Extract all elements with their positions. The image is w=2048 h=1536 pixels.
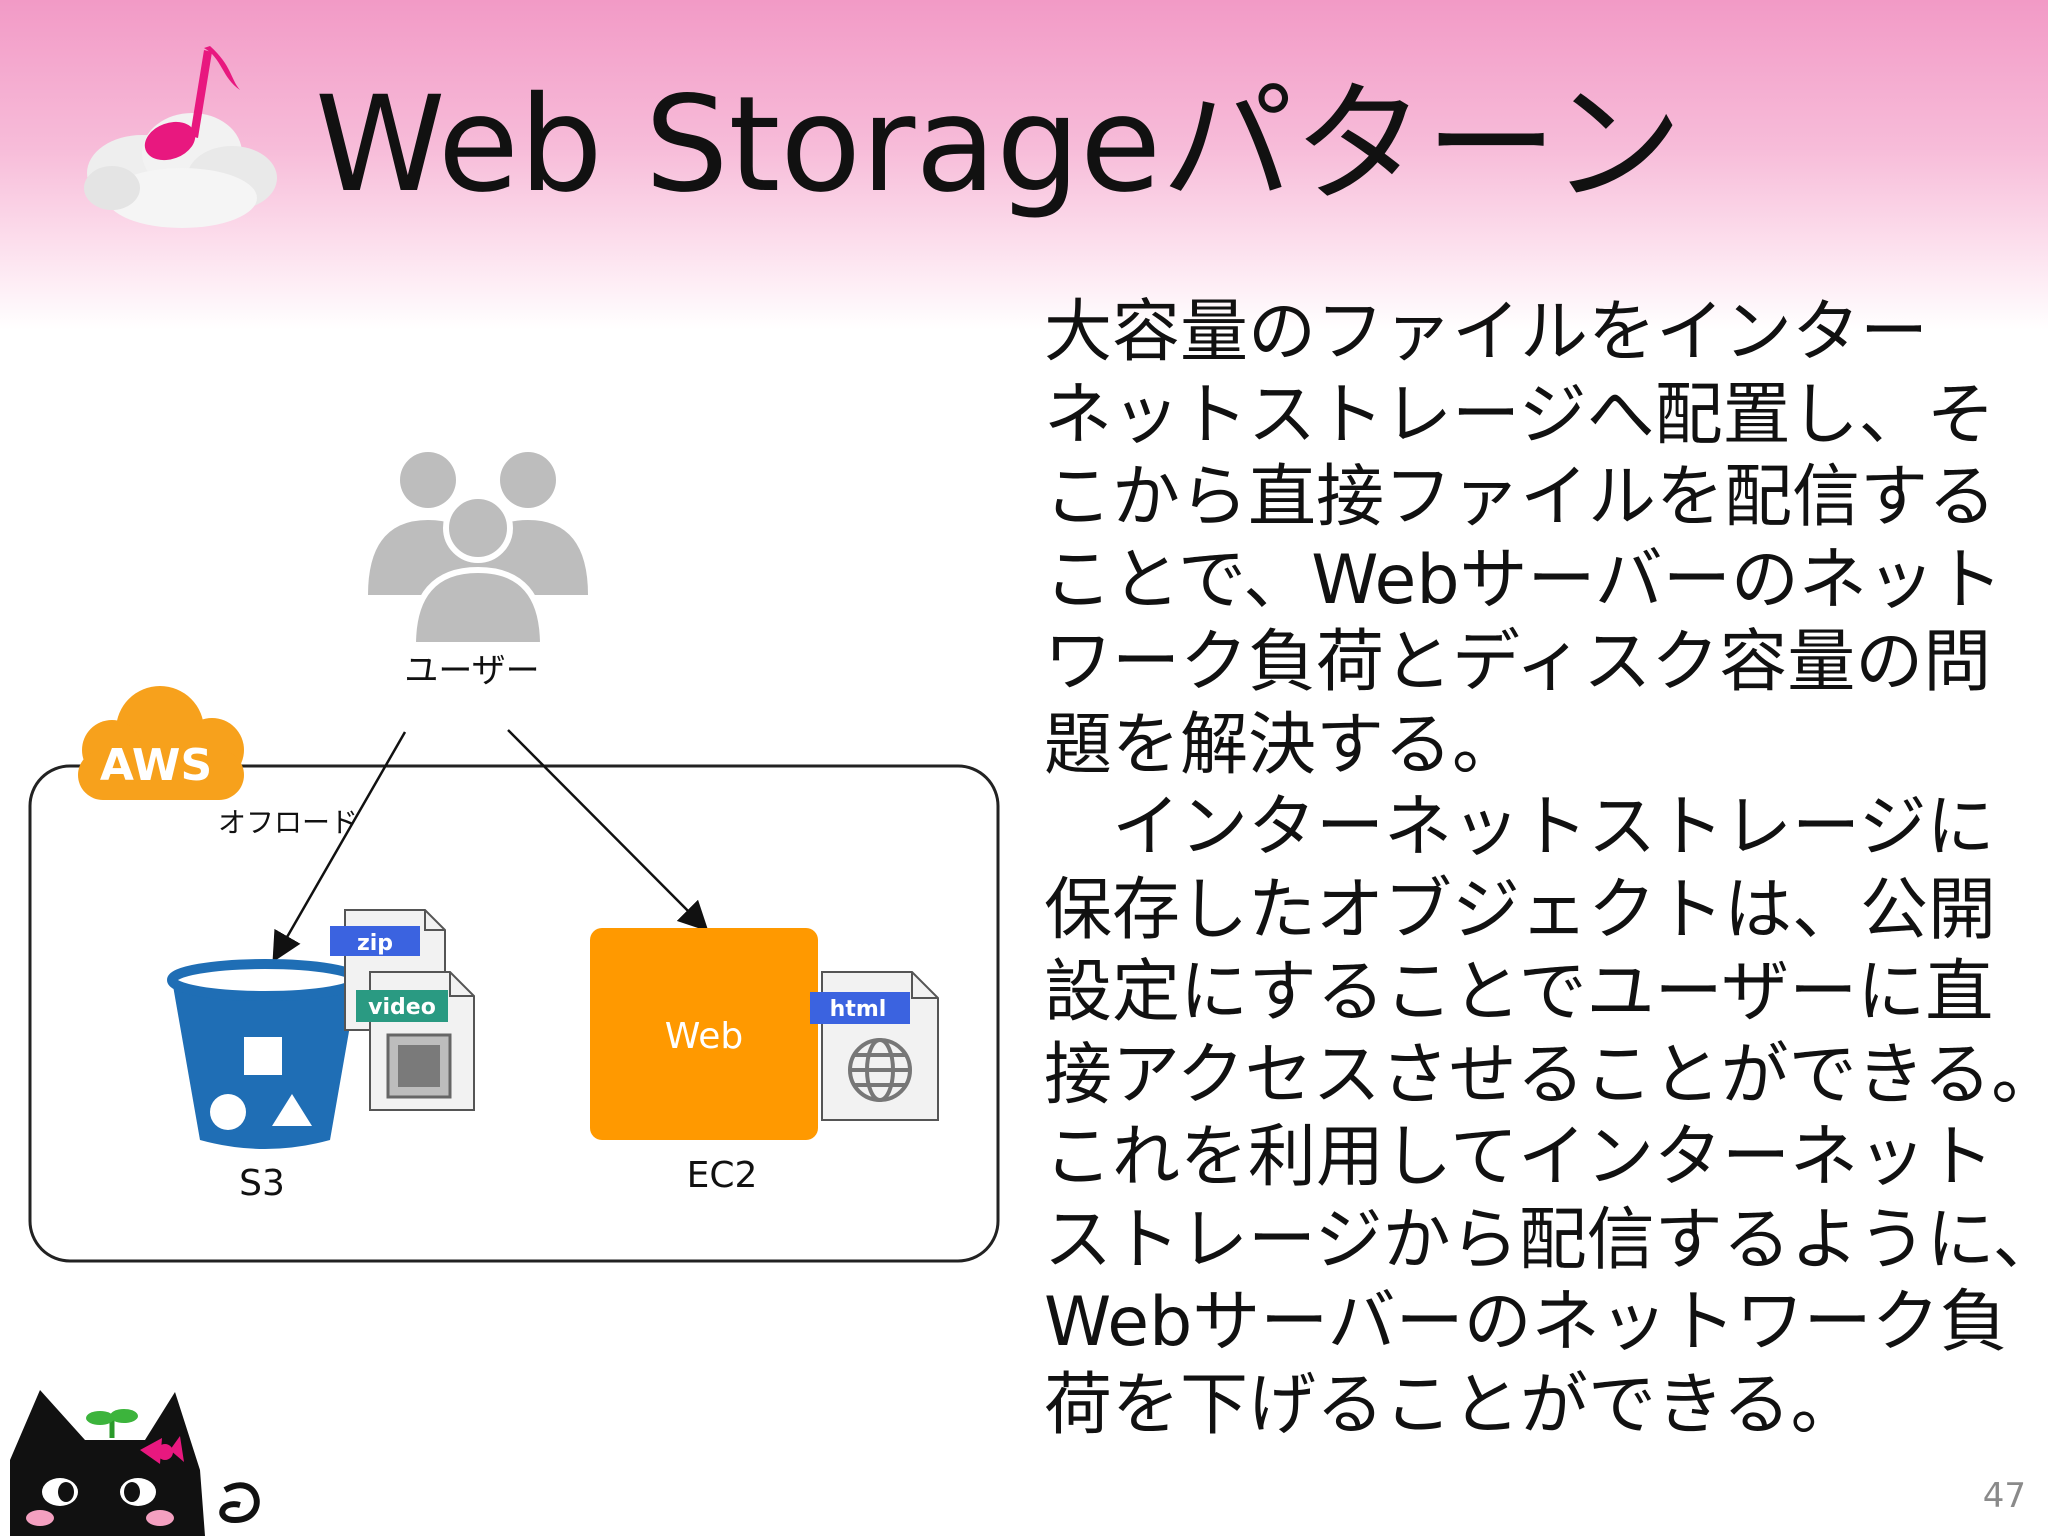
body-line: 設定にすることでユーザーに直 — [1044, 953, 1994, 1032]
body-line: 題を解決する。 — [1044, 705, 1521, 785]
aws-label: AWS — [100, 740, 212, 791]
body-line: 保存したオブジェクトは、公開 — [1044, 870, 1997, 950]
header-band — [0, 0, 2048, 330]
aws-cloud-container — [28, 764, 1000, 1263]
offload-label: オフロード — [218, 806, 358, 839]
video-file-icon — [356, 971, 475, 1111]
body-line: こから直接ファイルを配信する — [1044, 458, 1997, 537]
arrow-to-s3 — [272, 731, 407, 963]
body-line: ネットストレージへ配置し、そ — [1044, 375, 1995, 455]
html-tag: html — [830, 997, 887, 1022]
music-note-icon — [144, 46, 240, 161]
cat-mascot-icon — [10, 1390, 260, 1536]
globe-icon — [848, 1038, 912, 1102]
body-line: ことで、Webサーバーのネット — [1044, 540, 2003, 620]
aws-cloud-icon — [78, 686, 244, 800]
s3-label: S3 — [239, 1163, 285, 1204]
arrow-to-ec2 — [507, 729, 709, 932]
body-line: 大容量のファイルをインター — [1044, 293, 1929, 372]
body-line: これを利用してインターネット — [1044, 1118, 1994, 1197]
body-line: 荷を下げることができる。 — [1044, 1365, 1859, 1445]
body-line: Webサーバーのネットワーク負 — [1044, 1283, 2008, 1362]
slide-title: Web Storageパターン — [315, 68, 1683, 222]
ribbon-icon — [140, 1436, 184, 1464]
users-label: ユーザー — [404, 651, 539, 691]
video-tag: video — [368, 995, 436, 1020]
body-line: インターネットストレージに — [1044, 788, 1995, 867]
page-number: 47 — [1982, 1476, 2026, 1516]
body-line: ワーク負荷とディスク容量の問 — [1044, 623, 1992, 702]
ec2-web-server-icon — [590, 928, 818, 1140]
music-note-cloud-logo — [84, 46, 277, 228]
architecture-diagram: ユーザー AWS オフロード S3 zip video Web EC2 — [28, 452, 1000, 1263]
web-label: Web — [665, 1016, 744, 1057]
html-file-icon — [810, 971, 939, 1121]
zip-tag: zip — [357, 931, 393, 956]
body-text: 大容量のファイルをインター ネットストレージへ配置し、そ こから直接ファイルを配… — [1044, 292, 2048, 1447]
body-line: 接アクセスさせることができる。 — [1044, 1035, 2048, 1115]
ec2-label: EC2 — [687, 1155, 758, 1196]
body-line: ストレージから配信するように、 — [1044, 1200, 2048, 1280]
sprout-icon — [86, 1409, 138, 1438]
s3-bucket-icon — [167, 959, 363, 1149]
users-icon — [368, 452, 588, 648]
